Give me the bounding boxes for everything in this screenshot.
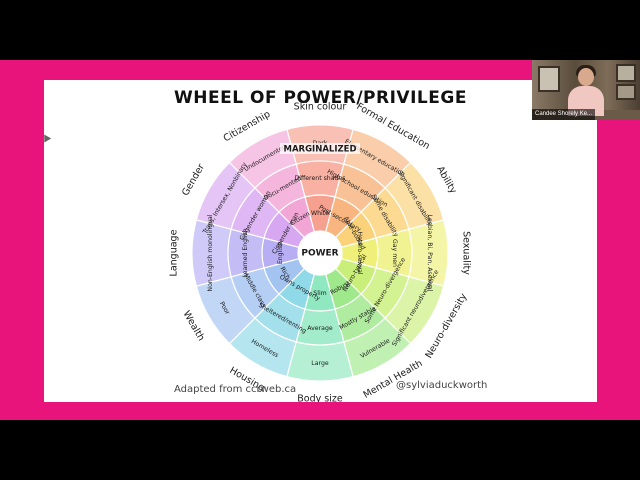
wheel-middle-label: Different shades	[295, 175, 346, 182]
wheel-outer-label: Non-English monolingual	[207, 214, 214, 291]
wheel-category-label: Skin colour	[294, 102, 347, 113]
wheel-inner-label: White	[311, 210, 329, 217]
wall-picture-icon	[538, 66, 560, 92]
wheel-middle-label: Learned English	[242, 228, 249, 277]
slide-title: WHEEL OF POWER/PRIVILEGE	[174, 88, 467, 108]
credit-source: Adapted from ccrweb.ca	[174, 384, 297, 395]
wheel-outer-label: Lesbian, Bi, Pan, Asexual	[426, 215, 433, 292]
wall-picture-icon	[616, 64, 636, 82]
wheel-category-label: Body size	[297, 394, 343, 403]
wheel-category-label: Gender	[180, 162, 207, 198]
wall-picture-icon	[616, 84, 636, 100]
participant-video-tile[interactable]: Candee Shorely Ke...	[532, 60, 640, 120]
wheel-category-label: Wealth	[181, 309, 207, 343]
credit-author: @sylviaduckworth	[396, 380, 488, 391]
power-label: POWER	[301, 249, 338, 259]
wheel-center	[298, 231, 342, 275]
wheel-category-label: Sexuality	[461, 231, 472, 275]
wheel-inner-label: Slim	[313, 290, 326, 297]
wheel-middle-label: Gay men	[391, 239, 398, 267]
wheel-inner-label: English	[277, 242, 284, 264]
participant-head	[578, 68, 594, 86]
wheel-inner-label: Hetero-sexual	[356, 231, 363, 275]
bottom-black-bar	[0, 420, 640, 480]
shared-slide: WHEEL OF POWER/PRIVILEGE White Different …	[44, 80, 597, 402]
marginalized-label-bg	[280, 143, 360, 154]
wheel-category-label: Language	[169, 229, 180, 276]
top-black-bar	[0, 0, 640, 60]
wheel-middle-label: Average	[307, 325, 333, 332]
wheel-outer-label: Large	[311, 360, 329, 367]
wheel-category-label: Ability	[434, 164, 459, 196]
marginalized-label: MARGINALIZED	[283, 145, 356, 155]
participant-name-label: Candee Shorely Ke...	[532, 109, 596, 120]
